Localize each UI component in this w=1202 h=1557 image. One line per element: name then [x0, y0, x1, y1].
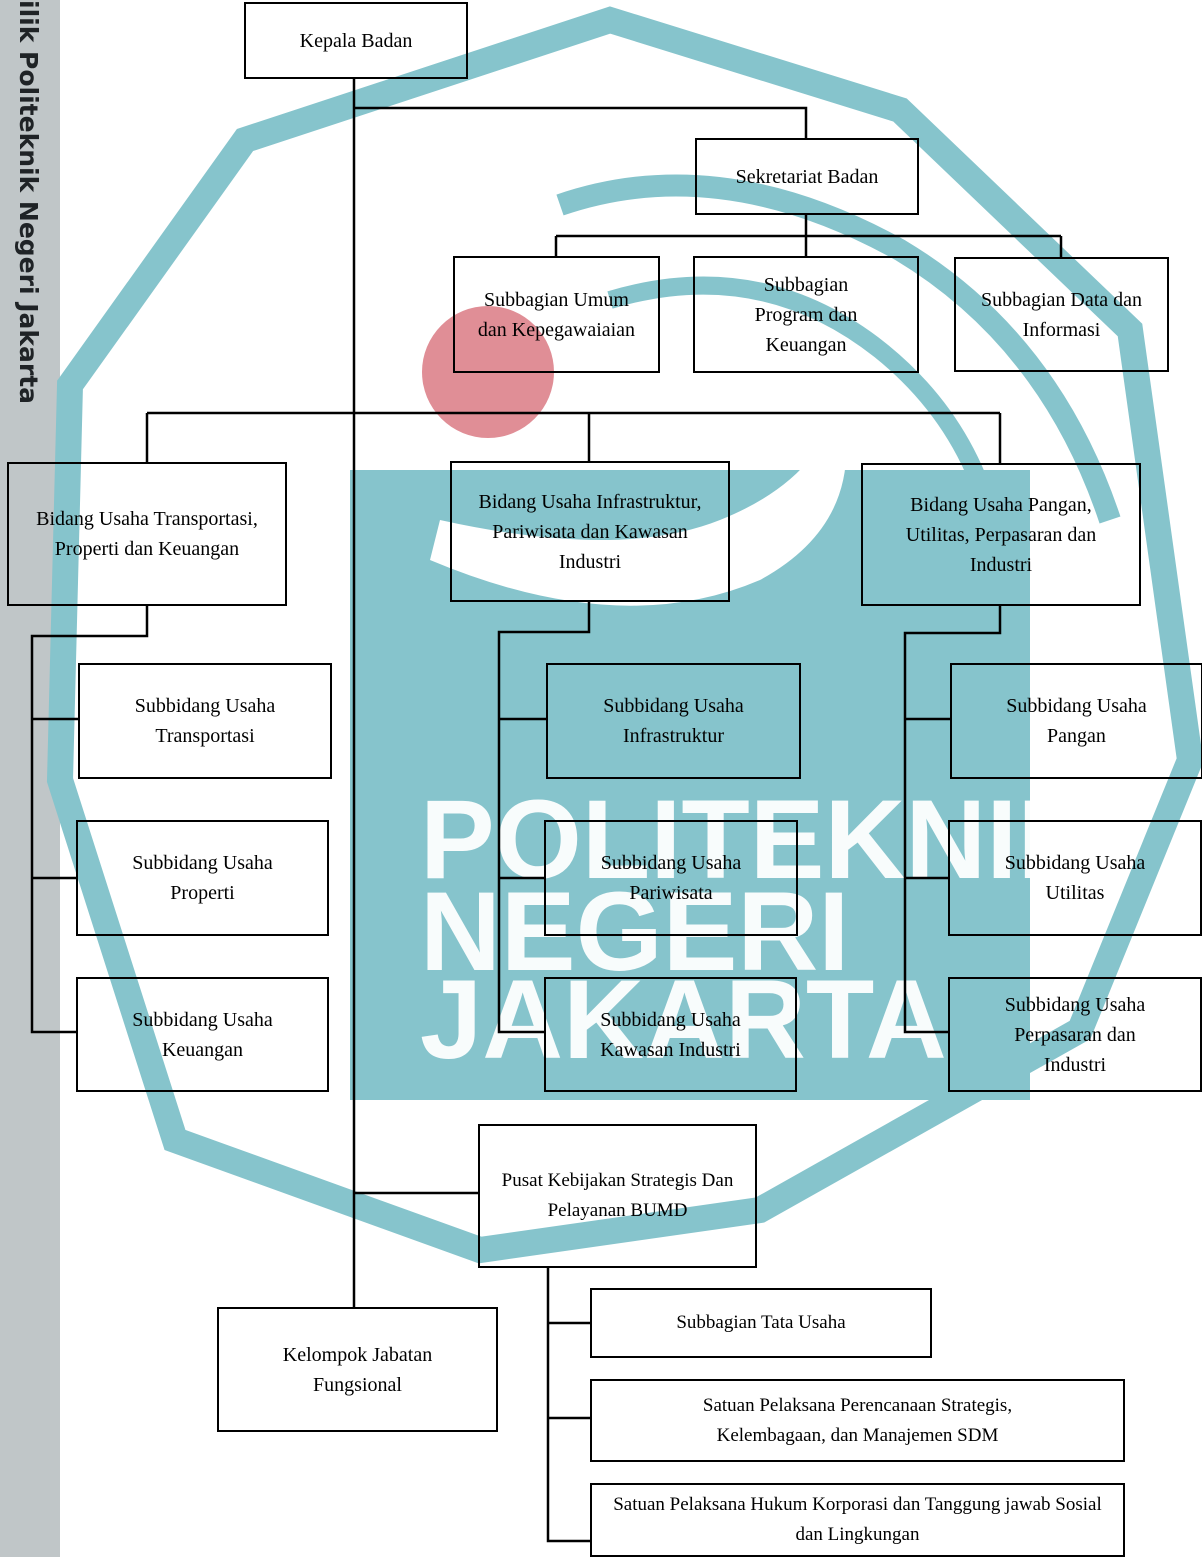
secretariat-sub-label: Subbagian Program dan Keuangan	[754, 273, 858, 356]
division-label: Bidang Usaha Pangan, Utilitas, Perpasara…	[905, 493, 1097, 576]
secretariat-sub-program-box: Subbagian Program dan Keuangan	[693, 256, 919, 373]
head-box: Kepala Badan	[244, 2, 468, 79]
division-box-transport: Bidang Usaha Transportasi, Properti dan …	[7, 462, 287, 606]
center-sub-label: Satuan Pelaksana Perencanaan Strategis, …	[702, 1394, 1013, 1446]
subdivision-label: Subbidang Usaha Transportasi	[134, 695, 276, 747]
center-box: Pusat Kebijakan Strategis Dan Pelayanan …	[478, 1124, 757, 1268]
subdivision-box: Subbidang Usaha Transportasi	[78, 663, 332, 779]
subdivision-label: Subbidang Usaha Pangan	[1006, 695, 1147, 747]
subdivision-label: Subbidang Usaha Keuangan	[132, 1008, 273, 1061]
functional-group-label: Kelompok Jabatan Fungsional	[282, 1343, 433, 1396]
subdivision-label: Subbidang Usaha Infrastruktur	[603, 695, 744, 747]
subdivision-box: Subbidang Usaha Utilitas	[948, 820, 1202, 936]
subdivision-label: Subbidang Usaha Pariwisata	[600, 852, 742, 904]
subdivision-label: Subbidang Usaha Utilitas	[1004, 852, 1146, 904]
head-label: Kepala Badan	[299, 29, 413, 52]
functional-group-box: Kelompok Jabatan Fungsional	[217, 1307, 498, 1432]
subdivision-box: Subbidang Usaha Pariwisata	[544, 820, 798, 936]
subdivision-box: Subbidang Usaha Properti	[76, 820, 329, 936]
center-sub-box: Satuan Pelaksana Hukum Korporasi dan Tan…	[590, 1483, 1125, 1557]
sidebar-watermark-text: ilik Politeknik Negeri Jakarta	[14, 0, 43, 405]
subdivision-label: Subbidang Usaha Perpasaran dan Industri	[1004, 993, 1146, 1076]
subdivision-box: Subbidang Usaha Pangan	[950, 663, 1202, 779]
subdivision-label: Subbidang Usaha Properti	[132, 852, 273, 904]
watermark-text-line1: POLITEKNIK	[420, 777, 1098, 902]
center-sub-label: Subbagian Tata Usaha	[676, 1312, 846, 1333]
secretariat-sub-label: Subbagian Data dan Informasi	[980, 288, 1143, 341]
subdivision-box: Subbidang Usaha Perpasaran dan Industri	[948, 977, 1202, 1092]
center-sub-box: Satuan Pelaksana Perencanaan Strategis, …	[590, 1379, 1125, 1462]
center-sub-box: Subbagian Tata Usaha	[590, 1288, 932, 1358]
secretariat-sub-data-box: Subbagian Data dan Informasi	[954, 257, 1169, 372]
division-box-food: Bidang Usaha Pangan, Utilitas, Perpasara…	[861, 463, 1141, 606]
secretariat-label: Sekretariat Badan	[735, 165, 879, 188]
division-label: Bidang Usaha Transportasi, Properti dan …	[36, 508, 258, 560]
center-sub-label: Satuan Pelaksana Hukum Korporasi dan Tan…	[613, 1494, 1102, 1545]
secretariat-sub-general-box: Subbagian Umum dan Kepegawaiaian	[453, 256, 660, 373]
center-label: Pusat Kebijakan Strategis Dan Pelayanan …	[501, 1170, 734, 1221]
watermark-text-line2: NEGERI	[420, 869, 849, 994]
subdivision-box: Subbidang Usaha Keuangan	[76, 977, 329, 1092]
division-box-infrastructure: Bidang Usaha Infrastruktur, Pariwisata d…	[450, 461, 730, 602]
secretariat-sub-label: Subbagian Umum dan Kepegawaiaian	[477, 288, 636, 341]
subdivision-box: Subbidang Usaha Kawasan Industri	[544, 977, 797, 1092]
subdivision-box: Subbidang Usaha Infrastruktur	[546, 663, 801, 779]
subdivision-label: Subbidang Usaha Kawasan Industri	[600, 1008, 741, 1061]
division-label: Bidang Usaha Infrastruktur, Pariwisata d…	[478, 490, 702, 573]
secretariat-box: Sekretariat Badan	[695, 138, 919, 215]
